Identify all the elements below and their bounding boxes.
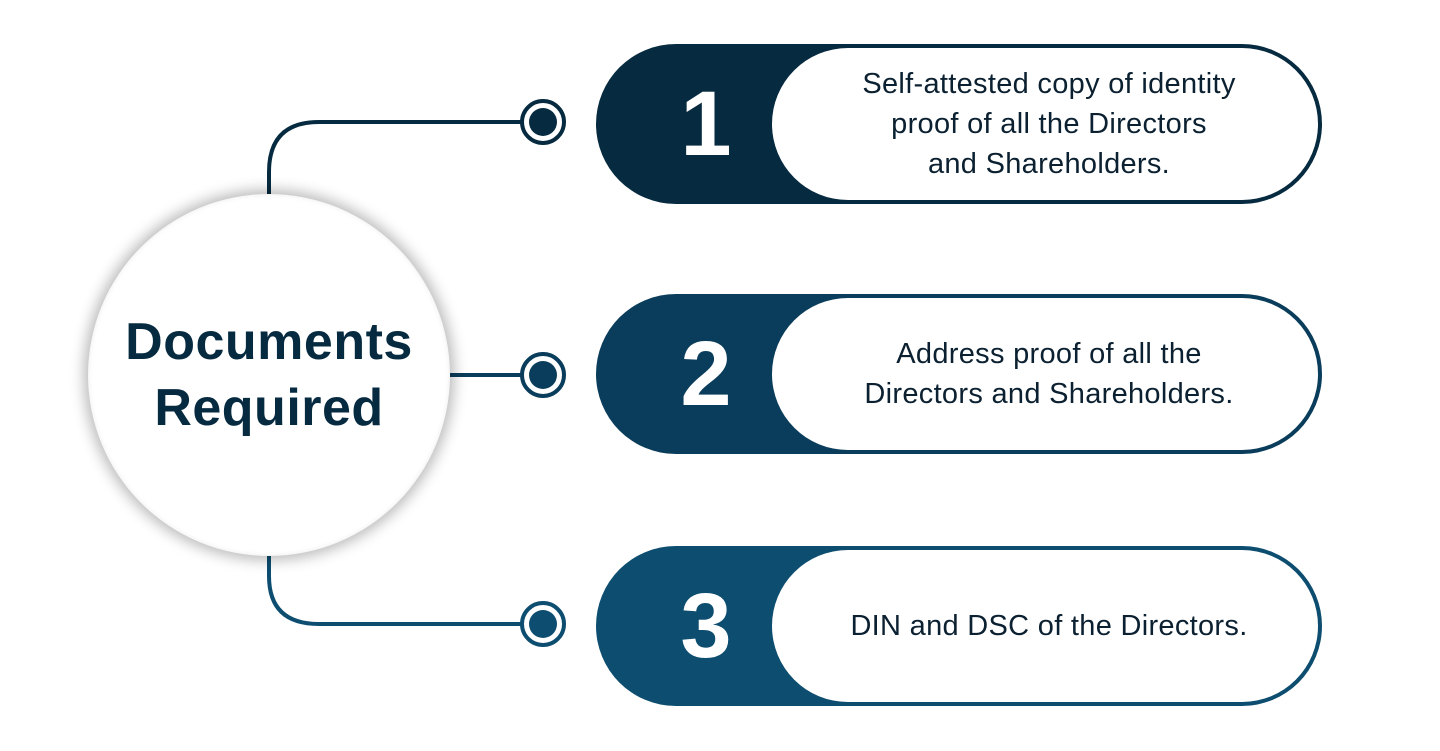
step-number-3: 3 [680, 574, 732, 677]
step-text-2: Address proof of all the Directors and S… [864, 334, 1233, 414]
step-2-line-2: Directors and Shareholders. [864, 378, 1234, 410]
step-1-line-1: Self-attested copy of identity [862, 68, 1236, 100]
step-card-3: 3 DIN and DSC of the Directors. [596, 546, 1322, 706]
hub-title-line-1: Documents [125, 313, 413, 371]
step-panel-2: Address proof of all the Directors and S… [772, 298, 1318, 450]
step-panel-3: DIN and DSC of the Directors. [772, 550, 1318, 702]
step-1-line-3: and Shareholders. [927, 148, 1171, 180]
step-number-1: 1 [680, 72, 732, 175]
hub-circle: Documents Required [88, 194, 450, 556]
step-number-2: 2 [680, 322, 732, 425]
connector-node-3 [520, 601, 566, 647]
step-2-line-1: Address proof of all the [896, 338, 1202, 370]
step-1-line-2: proof of all the Directors [891, 108, 1207, 140]
step-card-1: 1 Self-attested copy of identity proof o… [596, 44, 1322, 204]
step-text-3: DIN and DSC of the Directors. [850, 606, 1247, 646]
connector-node-1 [520, 99, 566, 145]
step-card-2: 2 Address proof of all the Directors and… [596, 294, 1322, 454]
step-text-1: Self-attested copy of identity proof of … [862, 64, 1235, 184]
connector-line-3 [267, 556, 522, 626]
step-panel-1: Self-attested copy of identity proof of … [772, 48, 1318, 200]
connector-node-2 [520, 352, 566, 398]
step-3-line-1: DIN and DSC of the Directors. [850, 610, 1248, 642]
connector-line-1 [267, 120, 522, 194]
hub-title-line-2: Required [154, 379, 384, 437]
